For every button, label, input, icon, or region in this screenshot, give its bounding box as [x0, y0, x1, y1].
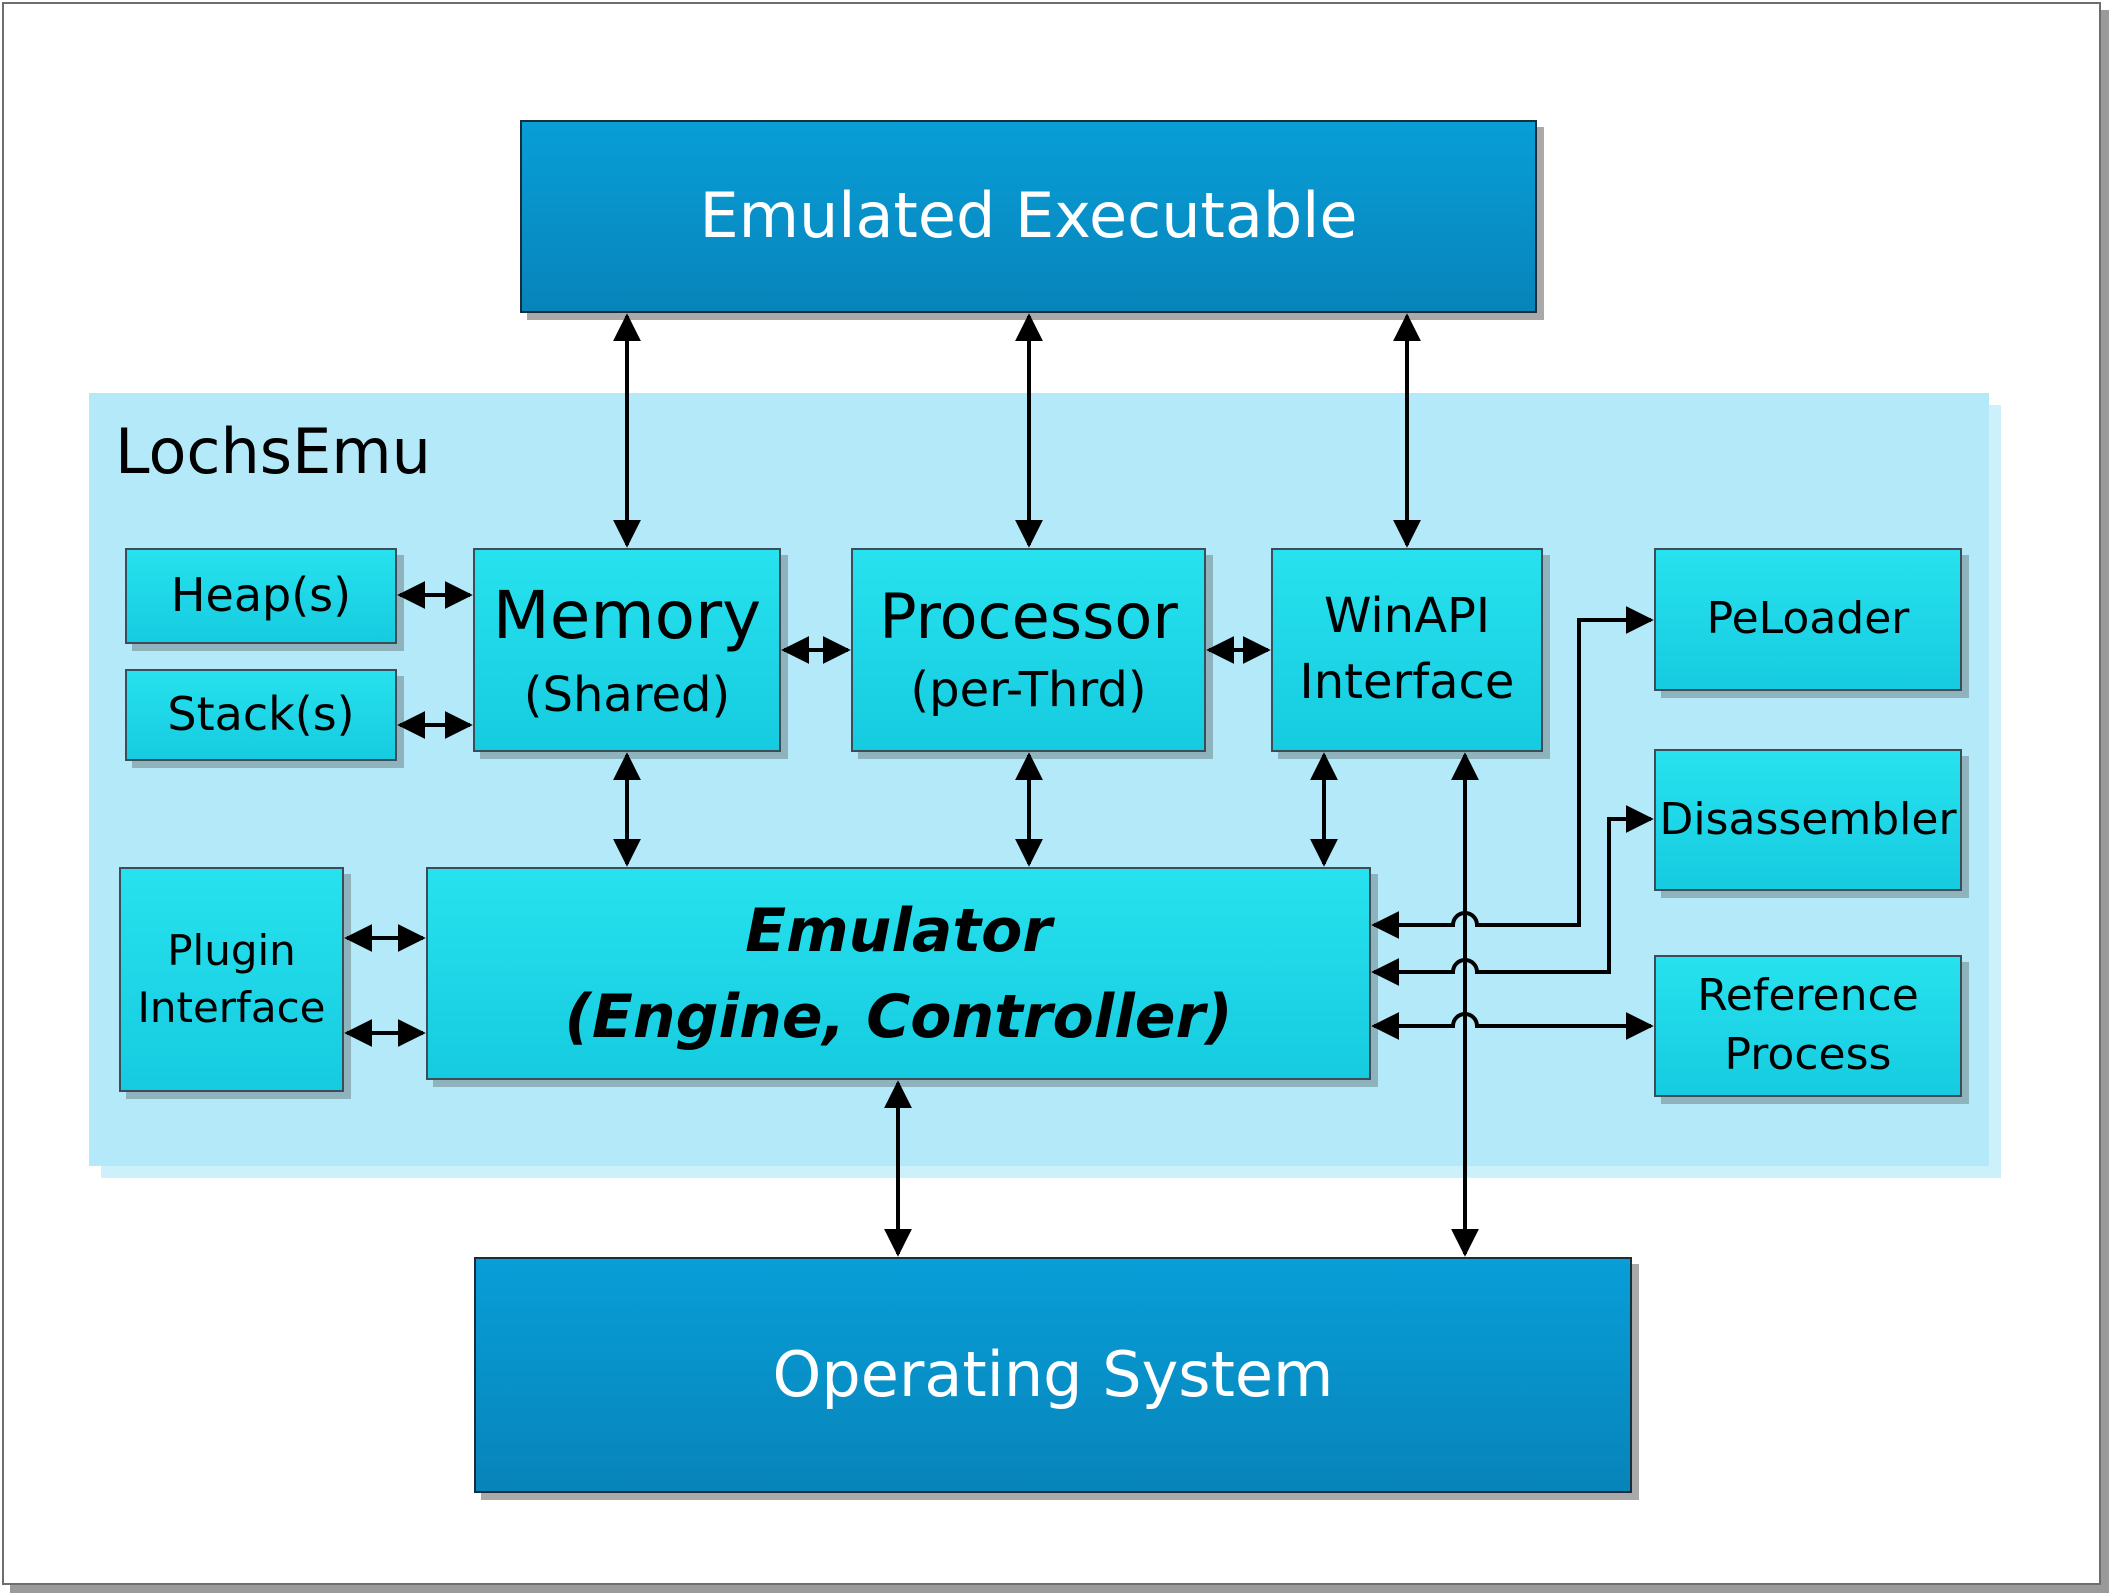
- operating-system-label: Operating System: [772, 1337, 1334, 1411]
- stack-label: Stack(s): [167, 687, 355, 742]
- emulator-box: Emulator (Engine, Controller): [426, 867, 1371, 1080]
- operating-system-box: Operating System: [474, 1257, 1632, 1493]
- reference-line2: Process: [1724, 1029, 1892, 1080]
- plugin-line1: Plugin: [167, 926, 296, 976]
- plugin-line2: Interface: [137, 982, 326, 1032]
- emulator-line2: (Engine, Controller): [564, 981, 1233, 1052]
- heap-label: Heap(s): [170, 568, 352, 623]
- memory-title: Memory: [492, 576, 762, 654]
- container-title: LochsEmu: [115, 415, 431, 488]
- processor-box: Processor (per-Thrd): [851, 548, 1206, 752]
- peloader-label: PeLoader: [1706, 593, 1910, 645]
- emulated-executable-label: Emulated Executable: [699, 179, 1358, 253]
- memory-box: Memory (Shared): [473, 548, 781, 752]
- emulator-reference-connector: [1371, 1012, 1654, 1040]
- reference-line1: Reference: [1697, 970, 1919, 1022]
- processor-title: Processor: [879, 580, 1178, 653]
- emulated-executable-box: Emulated Executable: [520, 120, 1537, 313]
- emulator-line1: Emulator: [745, 895, 1052, 966]
- peloader-box: PeLoader: [1654, 548, 1962, 691]
- plugin-interface-box: Plugin Interface: [119, 867, 344, 1092]
- memory-subtitle: (Shared): [523, 666, 731, 723]
- stack-box: Stack(s): [125, 669, 397, 761]
- heap-box: Heap(s): [125, 548, 397, 644]
- disassembler-box: Disassembler: [1654, 749, 1962, 891]
- processor-subtitle: (per-Thrd): [910, 662, 1147, 719]
- reference-process-box: Reference Process: [1654, 955, 1962, 1097]
- emulator-disassembler-connector: [1371, 805, 1654, 986]
- disassembler-label: Disassembler: [1659, 793, 1957, 845]
